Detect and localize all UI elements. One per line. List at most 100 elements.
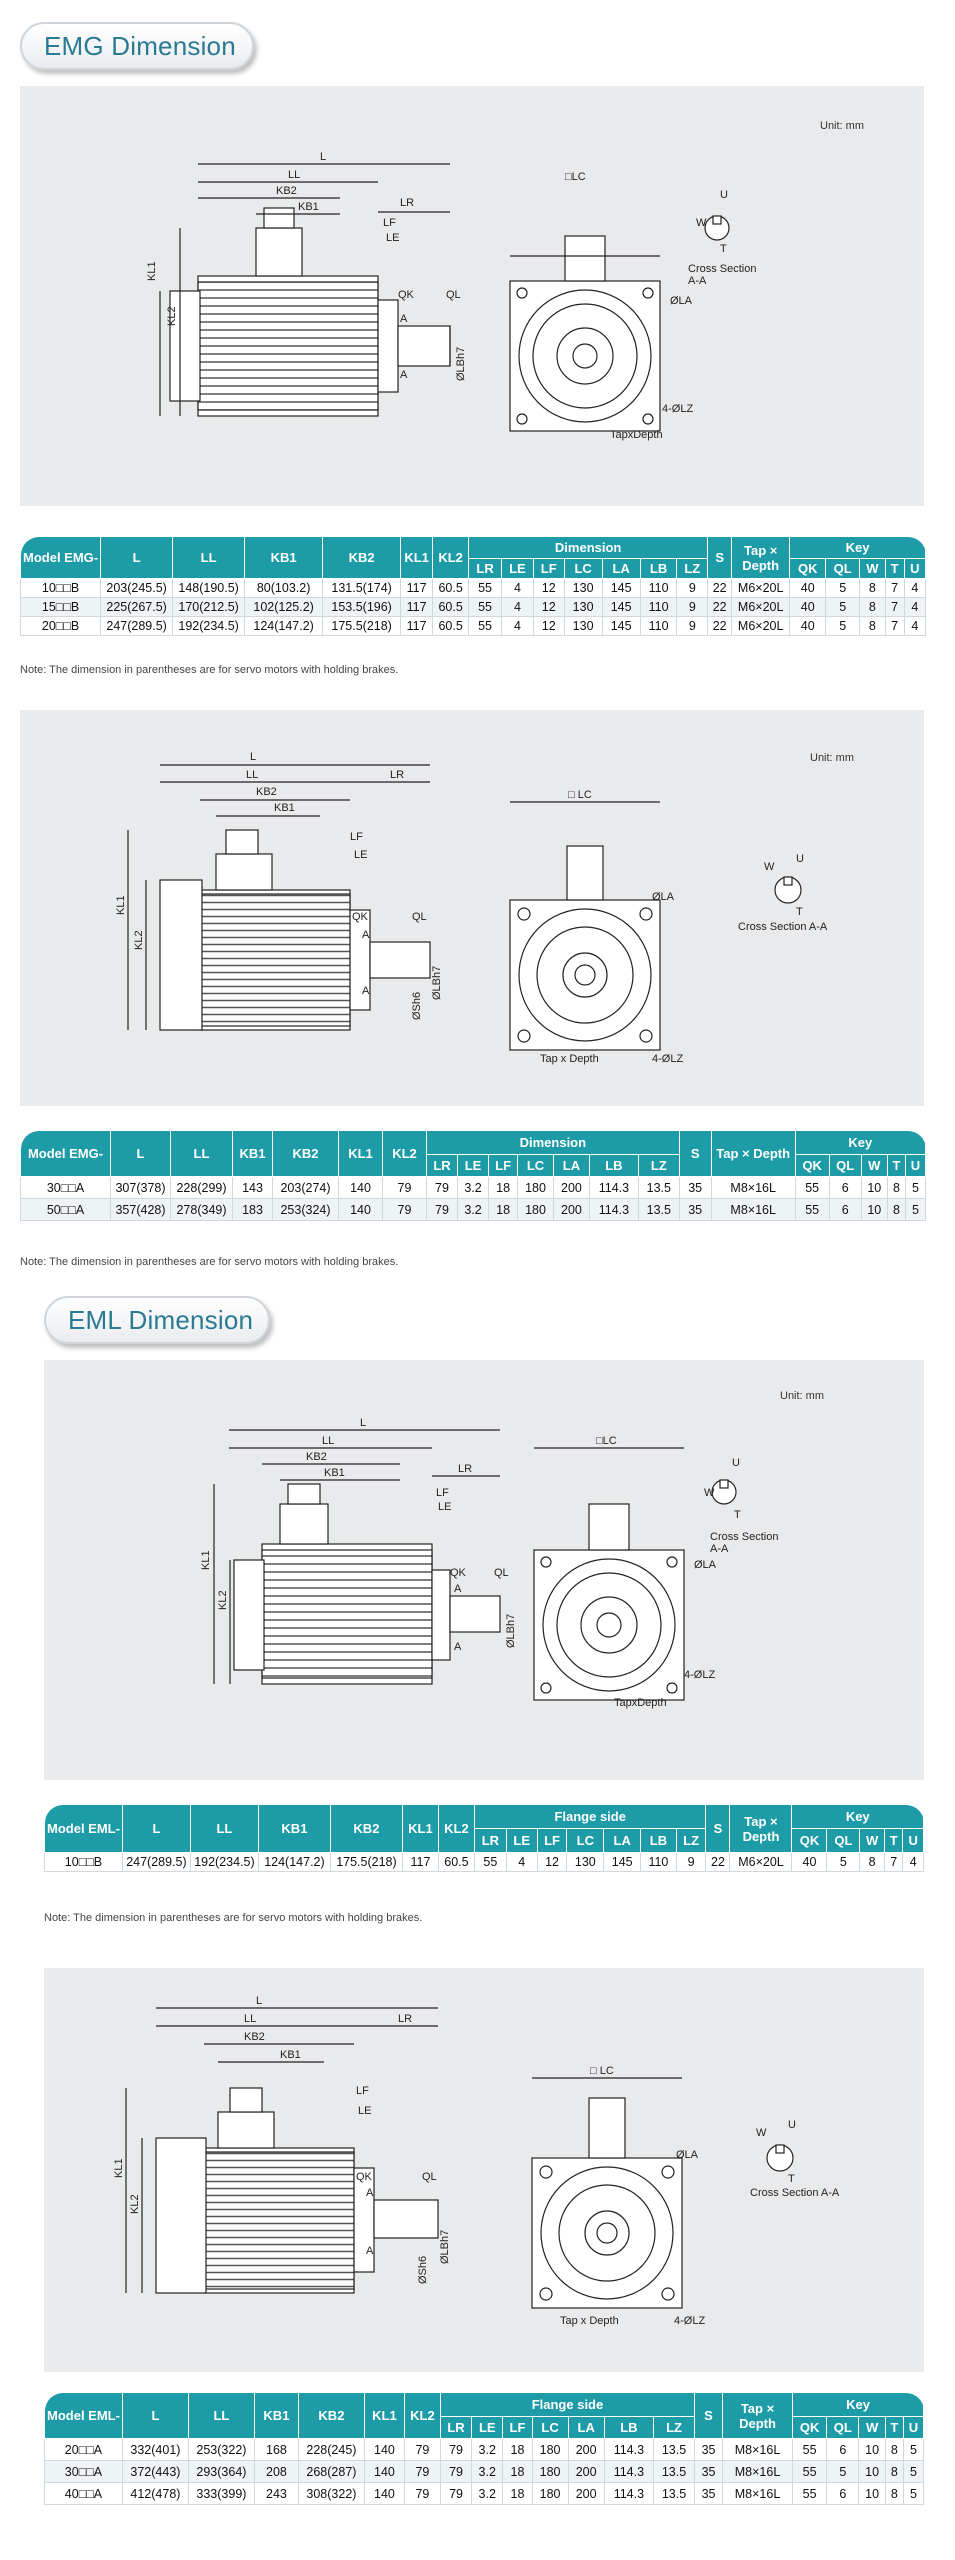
value-cell: 114.3 xyxy=(603,2482,655,2505)
label4-A-bottom: A xyxy=(366,2245,374,2257)
drawing-eml-small: Unit: mm xyxy=(44,1360,924,1780)
value-cell: 18 xyxy=(502,2438,533,2461)
th2-LA: LA xyxy=(552,1154,590,1177)
value-cell: 117 xyxy=(401,1852,439,1872)
th-LE: LE xyxy=(501,558,534,579)
value-cell: 6 xyxy=(826,2438,860,2461)
label2-LR: LR xyxy=(390,769,404,781)
value-cell: 18 xyxy=(502,2482,533,2505)
label-tap-depth: TapxDepth xyxy=(610,429,663,441)
label4-KB2: KB2 xyxy=(244,2031,265,2043)
value-cell: M6×20L xyxy=(729,1852,793,1872)
th-LB: LB xyxy=(639,558,678,579)
label-LF: LF xyxy=(383,217,396,229)
th-LR: LR xyxy=(468,558,502,579)
label2-LA: ØLA xyxy=(652,891,675,903)
value-cell: 10 xyxy=(860,1198,888,1221)
th4-QL: QL xyxy=(826,2416,860,2439)
value-cell: 200 xyxy=(552,1198,590,1221)
label2-T: T xyxy=(796,906,803,918)
value-cell: 110 xyxy=(639,597,678,617)
th-KB2: KB2 xyxy=(322,536,402,579)
value-cell: 200 xyxy=(567,2482,605,2505)
value-cell: 175.5(218) xyxy=(322,616,402,636)
value-cell: 117 xyxy=(400,578,434,598)
th3-U: U xyxy=(902,1828,924,1853)
value-cell: 114.3 xyxy=(603,2460,655,2483)
value-cell: 180 xyxy=(531,2482,569,2505)
value-cell: 110 xyxy=(640,1852,677,1872)
label-LB: ØLBh7 xyxy=(455,347,467,381)
th2-L: L xyxy=(110,1130,171,1177)
value-cell: 180 xyxy=(531,2438,569,2461)
value-cell: 12 xyxy=(532,616,565,636)
th2-model: Model EMG- xyxy=(20,1130,111,1177)
value-cell: 13.5 xyxy=(653,2482,696,2505)
value-cell: 203(274) xyxy=(272,1176,339,1199)
th-dimension-group: Dimension xyxy=(468,536,709,559)
label4-KL1: KL1 xyxy=(113,2158,125,2178)
value-cell: 180 xyxy=(517,1176,554,1199)
value-cell: M8×16L xyxy=(722,2438,794,2461)
value-cell: 145 xyxy=(603,1852,642,1872)
label-U: U xyxy=(720,189,728,201)
value-cell: 8 xyxy=(859,616,886,636)
value-cell: 412(478) xyxy=(121,2482,189,2505)
note-t3: Note: The dimension in parentheses are f… xyxy=(44,1912,423,1924)
value-cell: 40 xyxy=(791,1852,828,1872)
th-LF: LF xyxy=(532,558,565,579)
value-cell: 79 xyxy=(439,2438,473,2461)
value-cell: 79 xyxy=(425,1198,459,1221)
model-cell: 40□□A xyxy=(44,2482,123,2505)
value-cell: 22 xyxy=(707,597,733,617)
value-cell: 10 xyxy=(858,2460,886,2483)
label3-LC: □LC xyxy=(596,1435,617,1447)
value-cell: 8 xyxy=(859,597,886,617)
label-T: T xyxy=(720,243,727,255)
value-cell: 130 xyxy=(563,616,603,636)
value-cell: 55 xyxy=(473,1852,507,1872)
label-LZ: 4-ØLZ xyxy=(662,403,693,415)
value-cell: 247(289.5) xyxy=(100,616,174,636)
label3-A-bottom: A xyxy=(454,1641,462,1653)
value-cell: 7 xyxy=(884,597,905,617)
th4-LF: LF xyxy=(502,2416,533,2439)
model-cell: 20□□B xyxy=(19,616,102,636)
label2-A-bottom: A xyxy=(362,985,370,997)
th3-QL: QL xyxy=(826,1828,861,1853)
value-cell: 253(324) xyxy=(272,1198,339,1221)
th2-QL: QL xyxy=(828,1154,862,1177)
label2-QL: QL xyxy=(412,911,427,923)
label-KB1: KB1 xyxy=(298,201,319,213)
motor-drawing-1: L LL KB2 KB1 LR LF LE KL1 KL2 QK QL A A … xyxy=(146,151,756,441)
th-QL: QL xyxy=(825,558,861,579)
th3-L: L xyxy=(121,1804,191,1853)
value-cell: 40 xyxy=(789,616,827,636)
th4-KL1: KL1 xyxy=(363,2392,405,2439)
label4-S: ØSh6 xyxy=(417,2256,429,2284)
value-cell: 228(299) xyxy=(170,1176,233,1199)
value-cell: 4 xyxy=(505,1852,538,1872)
th4-LC: LC xyxy=(531,2416,569,2439)
label3-LB: ØLBh7 xyxy=(505,1614,517,1648)
value-cell: 140 xyxy=(338,1176,383,1199)
motor-drawing-4: L LL KB2 KB1 LR LF LE KL1 KL2 QK QL A A … xyxy=(113,1995,840,2327)
th3-T: T xyxy=(883,1828,904,1853)
label2-LF: LF xyxy=(350,831,363,843)
value-cell: 8 xyxy=(884,2438,904,2461)
spec-table-eml-1: Model EML- L LL KB1 KB2 KL1 KL2 Flange s… xyxy=(44,1804,924,1872)
model-cell: 20□□A xyxy=(44,2438,123,2461)
value-cell: 12 xyxy=(532,578,565,598)
label3-tap-depth: TapxDepth xyxy=(614,1697,667,1709)
value-cell: 4 xyxy=(903,616,927,636)
value-cell: 3.2 xyxy=(471,2460,504,2483)
value-cell: 308(322) xyxy=(297,2482,365,2505)
th-QK: QK xyxy=(789,558,827,579)
model-cell: 30□□A xyxy=(44,2460,123,2483)
label4-LC: □ LC xyxy=(590,2065,614,2077)
th-model: Model EMG- xyxy=(19,536,102,579)
label4-LZ: 4-ØLZ xyxy=(674,2315,705,2327)
